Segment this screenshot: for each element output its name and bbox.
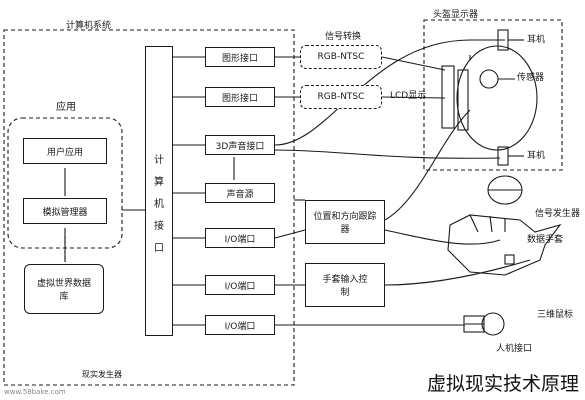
hmd-label: 头盔显示器: [433, 10, 479, 20]
virtual-db-text: 虚拟世界数据库: [36, 279, 91, 302]
sensor-label: 传感器: [517, 73, 545, 83]
position-tracker-box: 位置和方向跟踪器: [305, 200, 385, 244]
io-port-3: I/O端口: [205, 315, 275, 335]
application-label: 应用: [56, 102, 76, 113]
rgb-ntsc-2: RGB-NTSC: [300, 85, 382, 109]
io-port-1: I/O端口: [205, 228, 275, 248]
earphone-2-label: 耳机: [527, 151, 546, 161]
sound-source-text: 声音源: [226, 189, 254, 200]
io-port-2-text: I/O端口: [224, 281, 256, 292]
figure-caption: 虚拟现实技术原理: [426, 373, 579, 395]
graphics-port-2-text: 图形接口: [221, 93, 258, 104]
rgb-ntsc-1-text: RGB-NTSC: [317, 52, 365, 62]
watermark: www.58bake.com: [4, 388, 66, 396]
io-port-3-text: I/O端口: [224, 321, 256, 332]
graphics-port-1-text: 图形接口: [221, 53, 258, 64]
graphics-port-2: 图形接口: [205, 87, 275, 107]
virtual-db-box: 虚拟世界数据库: [24, 264, 104, 314]
io-port-1-text: I/O端口: [224, 234, 256, 245]
signal-generator-label: 信号发生器: [535, 209, 581, 219]
sound-source-box: 声音源: [205, 183, 275, 203]
computer-system-label: 计算机系统: [66, 21, 112, 31]
graphics-port-1: 图形接口: [205, 47, 275, 67]
hci-label: 人机接口: [496, 344, 533, 354]
computer-interface-text: 计算机接口: [154, 155, 164, 254]
signal-conversion-label: 信号转换: [325, 32, 362, 42]
computer-interface-bar: [145, 46, 173, 336]
glove-control-text: 手套输入控制: [322, 275, 368, 298]
sim-manager-box: 模拟管理器: [23, 198, 107, 224]
mouse-3d-label: 三维鼠标: [537, 310, 574, 320]
user-app-box: 用户应用: [23, 138, 107, 164]
lcd-display-label: LCD显示: [390, 91, 427, 101]
earphone-1-label: 耳机: [527, 35, 546, 45]
data-glove-label: 数据手套: [527, 235, 564, 245]
io-port-2: I/O端口: [205, 275, 275, 295]
rgb-ntsc-1: RGB-NTSC: [300, 45, 382, 69]
real-world-generator-label: 现实发生器: [82, 370, 122, 379]
position-tracker-text: 位置和方向跟踪器: [313, 212, 377, 235]
sound-3d-port: 3D声音接口: [205, 135, 275, 155]
sound-3d-port-text: 3D声音接口: [215, 141, 265, 152]
sim-manager-text: 模拟管理器: [42, 207, 88, 218]
rgb-ntsc-2-text: RGB-NTSC: [317, 92, 365, 102]
glove-control-box: 手套输入控制: [305, 263, 385, 307]
user-app-text: 用户应用: [46, 147, 83, 158]
